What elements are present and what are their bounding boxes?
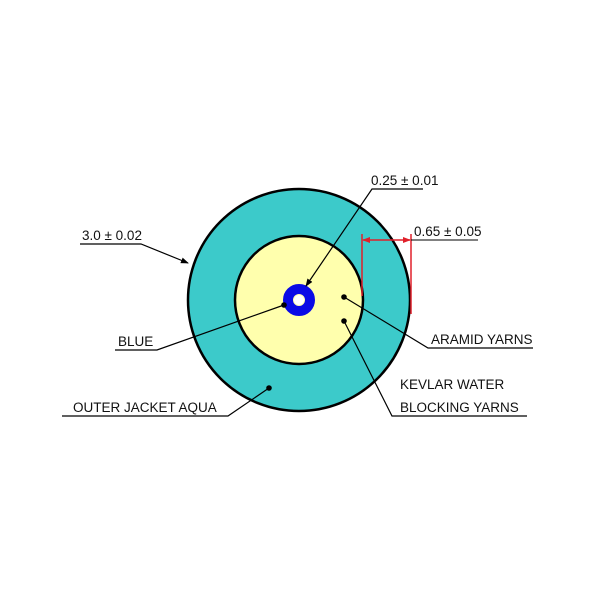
jacket-thickness-dimension (361, 234, 478, 314)
fiber-core (294, 295, 304, 305)
leader-dots (266, 294, 347, 391)
outer-diameter-label: 3.0 ± 0.02 (82, 228, 142, 243)
fiber-diameter-label: 0.25 ± 0.01 (371, 173, 438, 188)
blue-fiber (283, 284, 315, 316)
kevlar-label-line1: KEVLAR WATER (400, 377, 505, 392)
jacket-thickness-label: 0.65 ± 0.05 (414, 224, 481, 239)
outer-jacket-label: OUTER JACKET AQUA (73, 400, 217, 415)
aramid-yarns-label: ARAMID YARNS (431, 332, 533, 347)
kevlar-label-line2: BLOCKING YARNS (400, 400, 519, 415)
leader-lines (62, 188, 533, 417)
fiber-color-label: BLUE (118, 334, 153, 349)
